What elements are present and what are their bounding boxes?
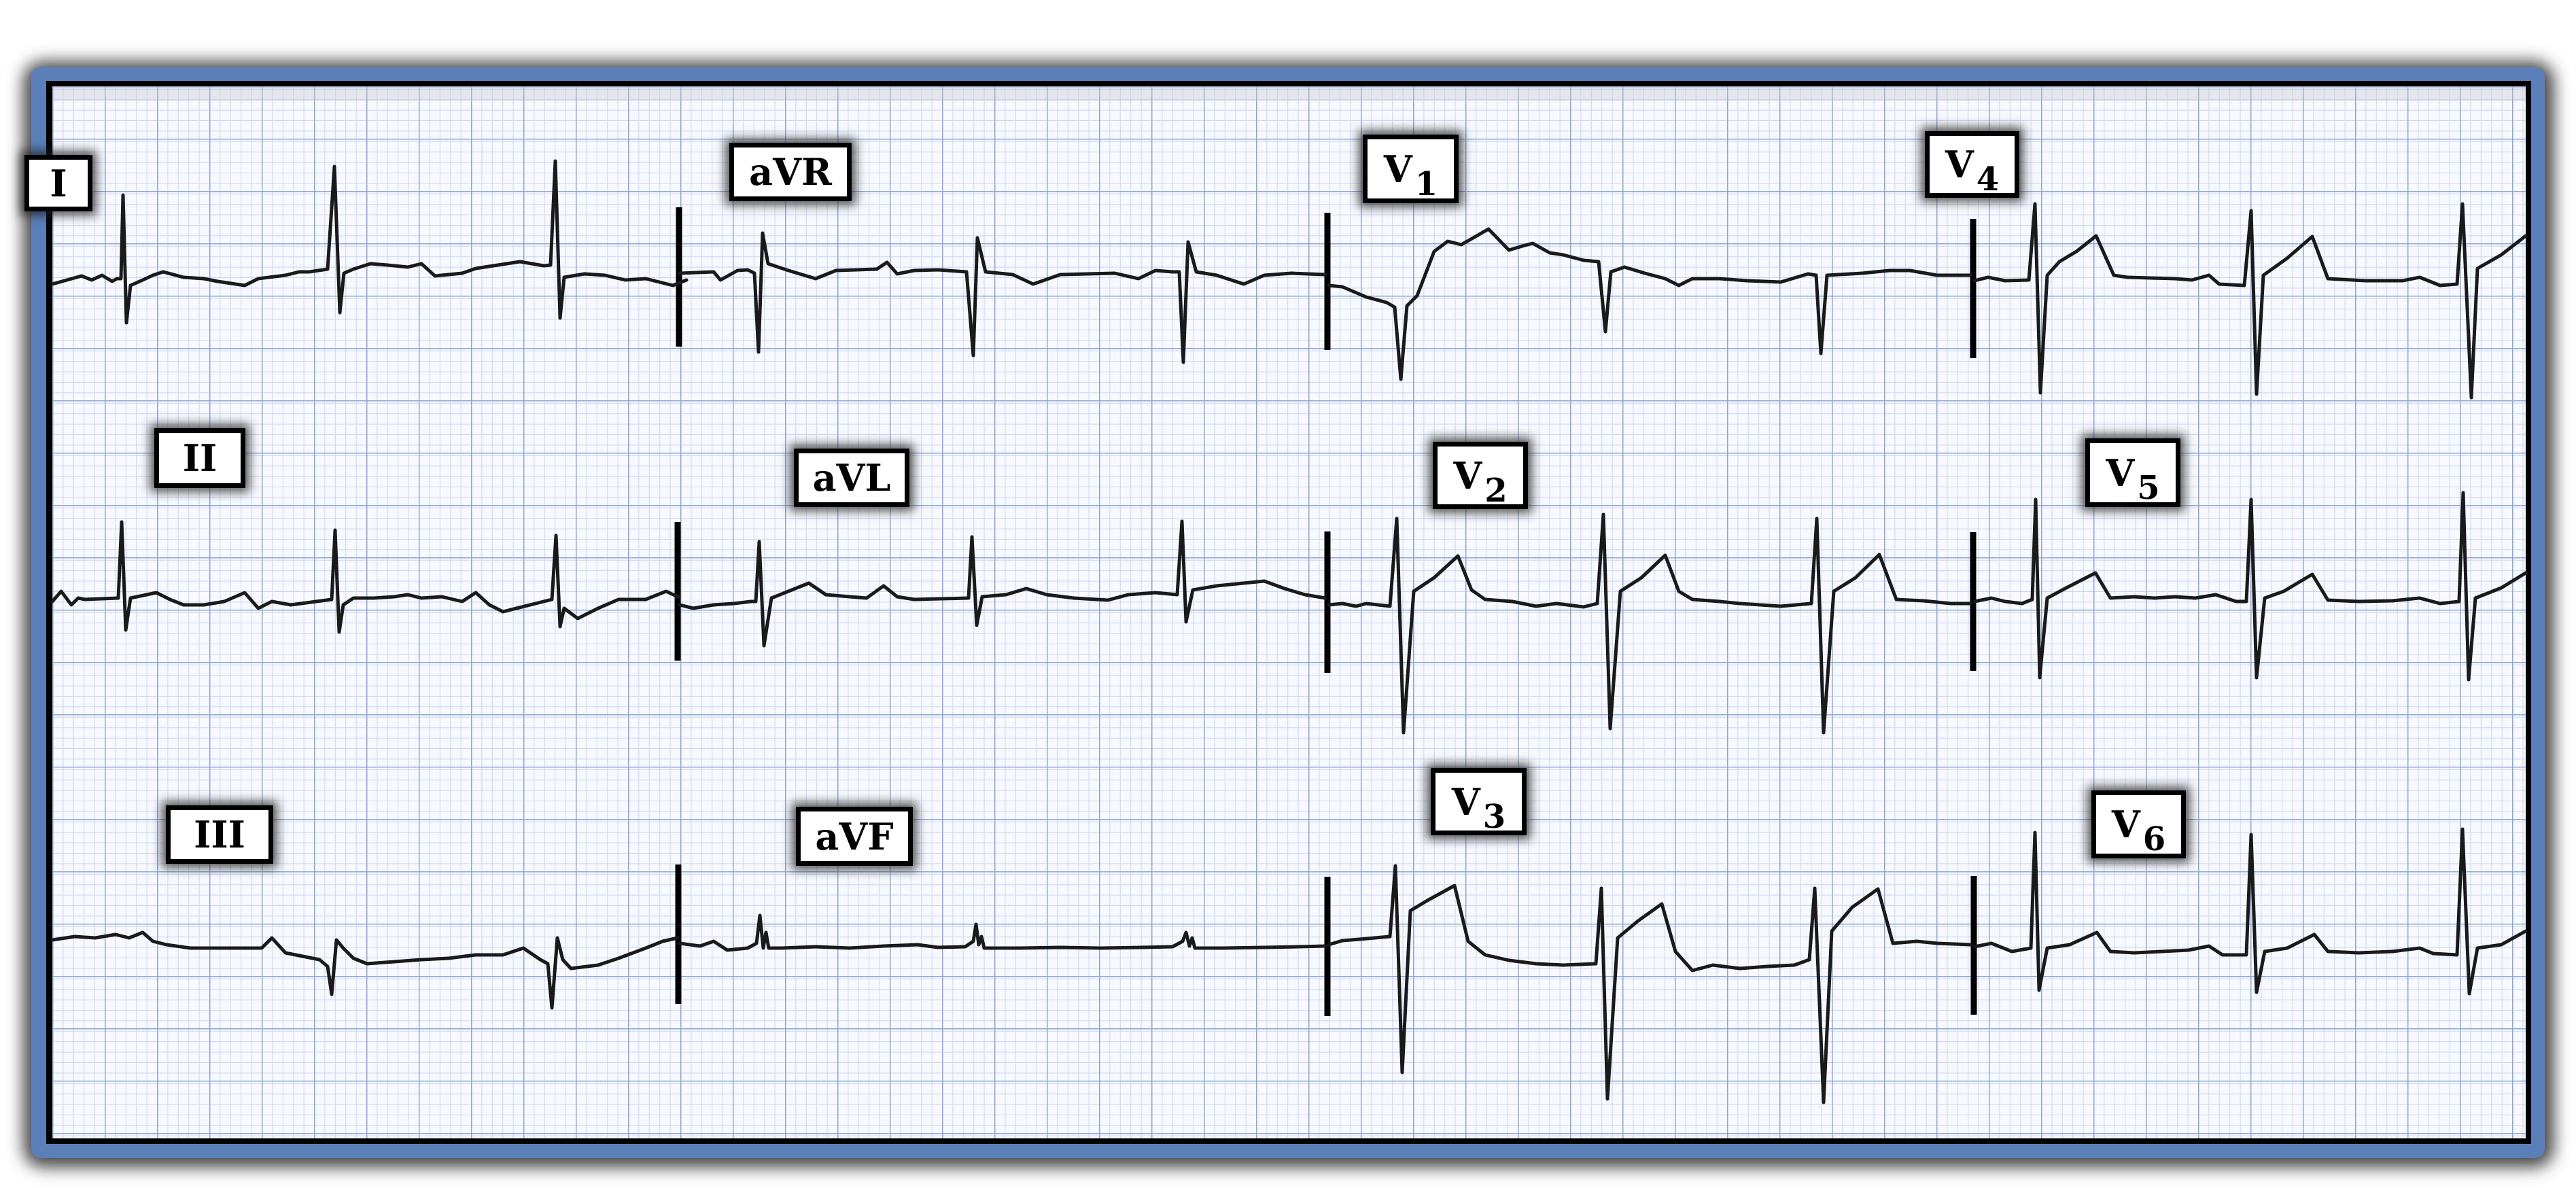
lead-label-text: V — [2111, 803, 2140, 846]
trace-lead-V5 — [1972, 491, 2528, 682]
lead-label-subscript: 2 — [1484, 471, 1508, 510]
paper-top-shade — [52, 86, 2526, 101]
lead-label-II: II — [154, 428, 245, 488]
trace-lead-V4 — [1972, 202, 2528, 400]
lead-label-text: V — [1453, 453, 1482, 497]
trace-lead-III — [50, 930, 680, 1010]
lead-label-I: I — [24, 155, 92, 211]
trace-lead-V2 — [1327, 512, 1973, 735]
lead-label-text: aVF — [815, 814, 894, 858]
lead-label-text: V — [1383, 147, 1412, 191]
grid-lines — [52, 86, 2526, 1138]
trace-lead-aVL — [678, 519, 1327, 648]
lead-label-III: III — [166, 805, 273, 864]
lead-label-subscript: 6 — [2142, 820, 2166, 858]
lead-label-text: aVR — [749, 150, 832, 194]
lead-label-text: V — [1945, 143, 1974, 186]
lead-label-subscript: 3 — [1482, 797, 1506, 836]
lead-label-text: I — [50, 161, 67, 205]
lead-label-text: III — [194, 813, 245, 856]
lead-separators — [674, 207, 1977, 1016]
trace-lead-II — [50, 520, 680, 634]
lead-label-text: II — [182, 436, 217, 480]
trace-lead-V3 — [1327, 864, 1973, 1104]
trace-lead-aVF — [678, 913, 1327, 952]
lead-label-aVF: aVF — [796, 807, 913, 866]
trace-lead-V6 — [1972, 827, 2528, 996]
lead-label-subscript: 4 — [1976, 160, 2000, 198]
lead-label-text: V — [1451, 780, 1480, 824]
lead-label-subscript: 1 — [1414, 164, 1438, 203]
trace-lead-V1 — [1327, 227, 1973, 381]
lead-label-text: aVL — [812, 456, 891, 500]
lead-label-aVR: aVR — [729, 143, 852, 201]
trace-lead-aVR — [678, 231, 1327, 364]
lead-label-subscript: 5 — [2137, 468, 2160, 507]
trace-lead-I — [50, 159, 689, 325]
lead-label-aVL: aVL — [794, 449, 909, 507]
lead-label-text: V — [2106, 451, 2135, 495]
